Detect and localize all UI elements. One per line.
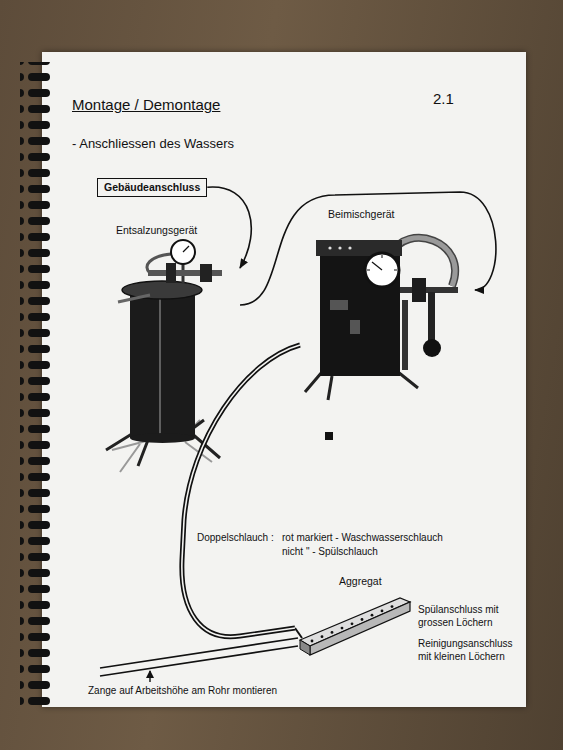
mounting-note: Zange auf Arbeitshöhe am Rohr montieren: [88, 685, 277, 698]
pipe-and-unit: [100, 598, 410, 682]
connector-line: [240, 192, 496, 305]
hose-note: nicht " - Spülschlauch: [282, 546, 378, 559]
connector-line: [182, 345, 300, 637]
water-line: [240, 192, 496, 305]
hose-note: rot markiert - Waschwasserschlauch: [282, 532, 443, 545]
section-number: 2.1: [433, 90, 454, 109]
subheading: - Anschliessen des Wassers: [72, 136, 234, 152]
connection-box: Gebäudeanschluss: [97, 178, 207, 197]
part-label: Reinigungsanschluss mit kleinen Löchern: [418, 638, 518, 663]
hose-inner: [182, 345, 300, 637]
page-title: Montage / Demontage: [72, 96, 220, 113]
node-text: Aggregat: [339, 575, 413, 588]
double-hose: [182, 345, 300, 637]
mixing-unit: [305, 238, 458, 440]
part-label: Spülanschluss mit grossen Löchern: [418, 604, 518, 629]
node-text: Beimischgerät: [328, 208, 475, 221]
water-line: [207, 187, 251, 268]
node-text: Gebäudeanschluss: [104, 181, 200, 194]
node-text: Entsalzungsgerät: [116, 224, 240, 237]
unit-area: Aggregat: [295, 575, 413, 660]
binder-rings: [20, 62, 50, 710]
device-area: Beimischgerät: [300, 208, 475, 388]
connector-line: [207, 187, 251, 268]
hose-note: Doppelschlauch :: [197, 532, 274, 545]
device-area: Entsalzungsgerät: [100, 224, 240, 456]
